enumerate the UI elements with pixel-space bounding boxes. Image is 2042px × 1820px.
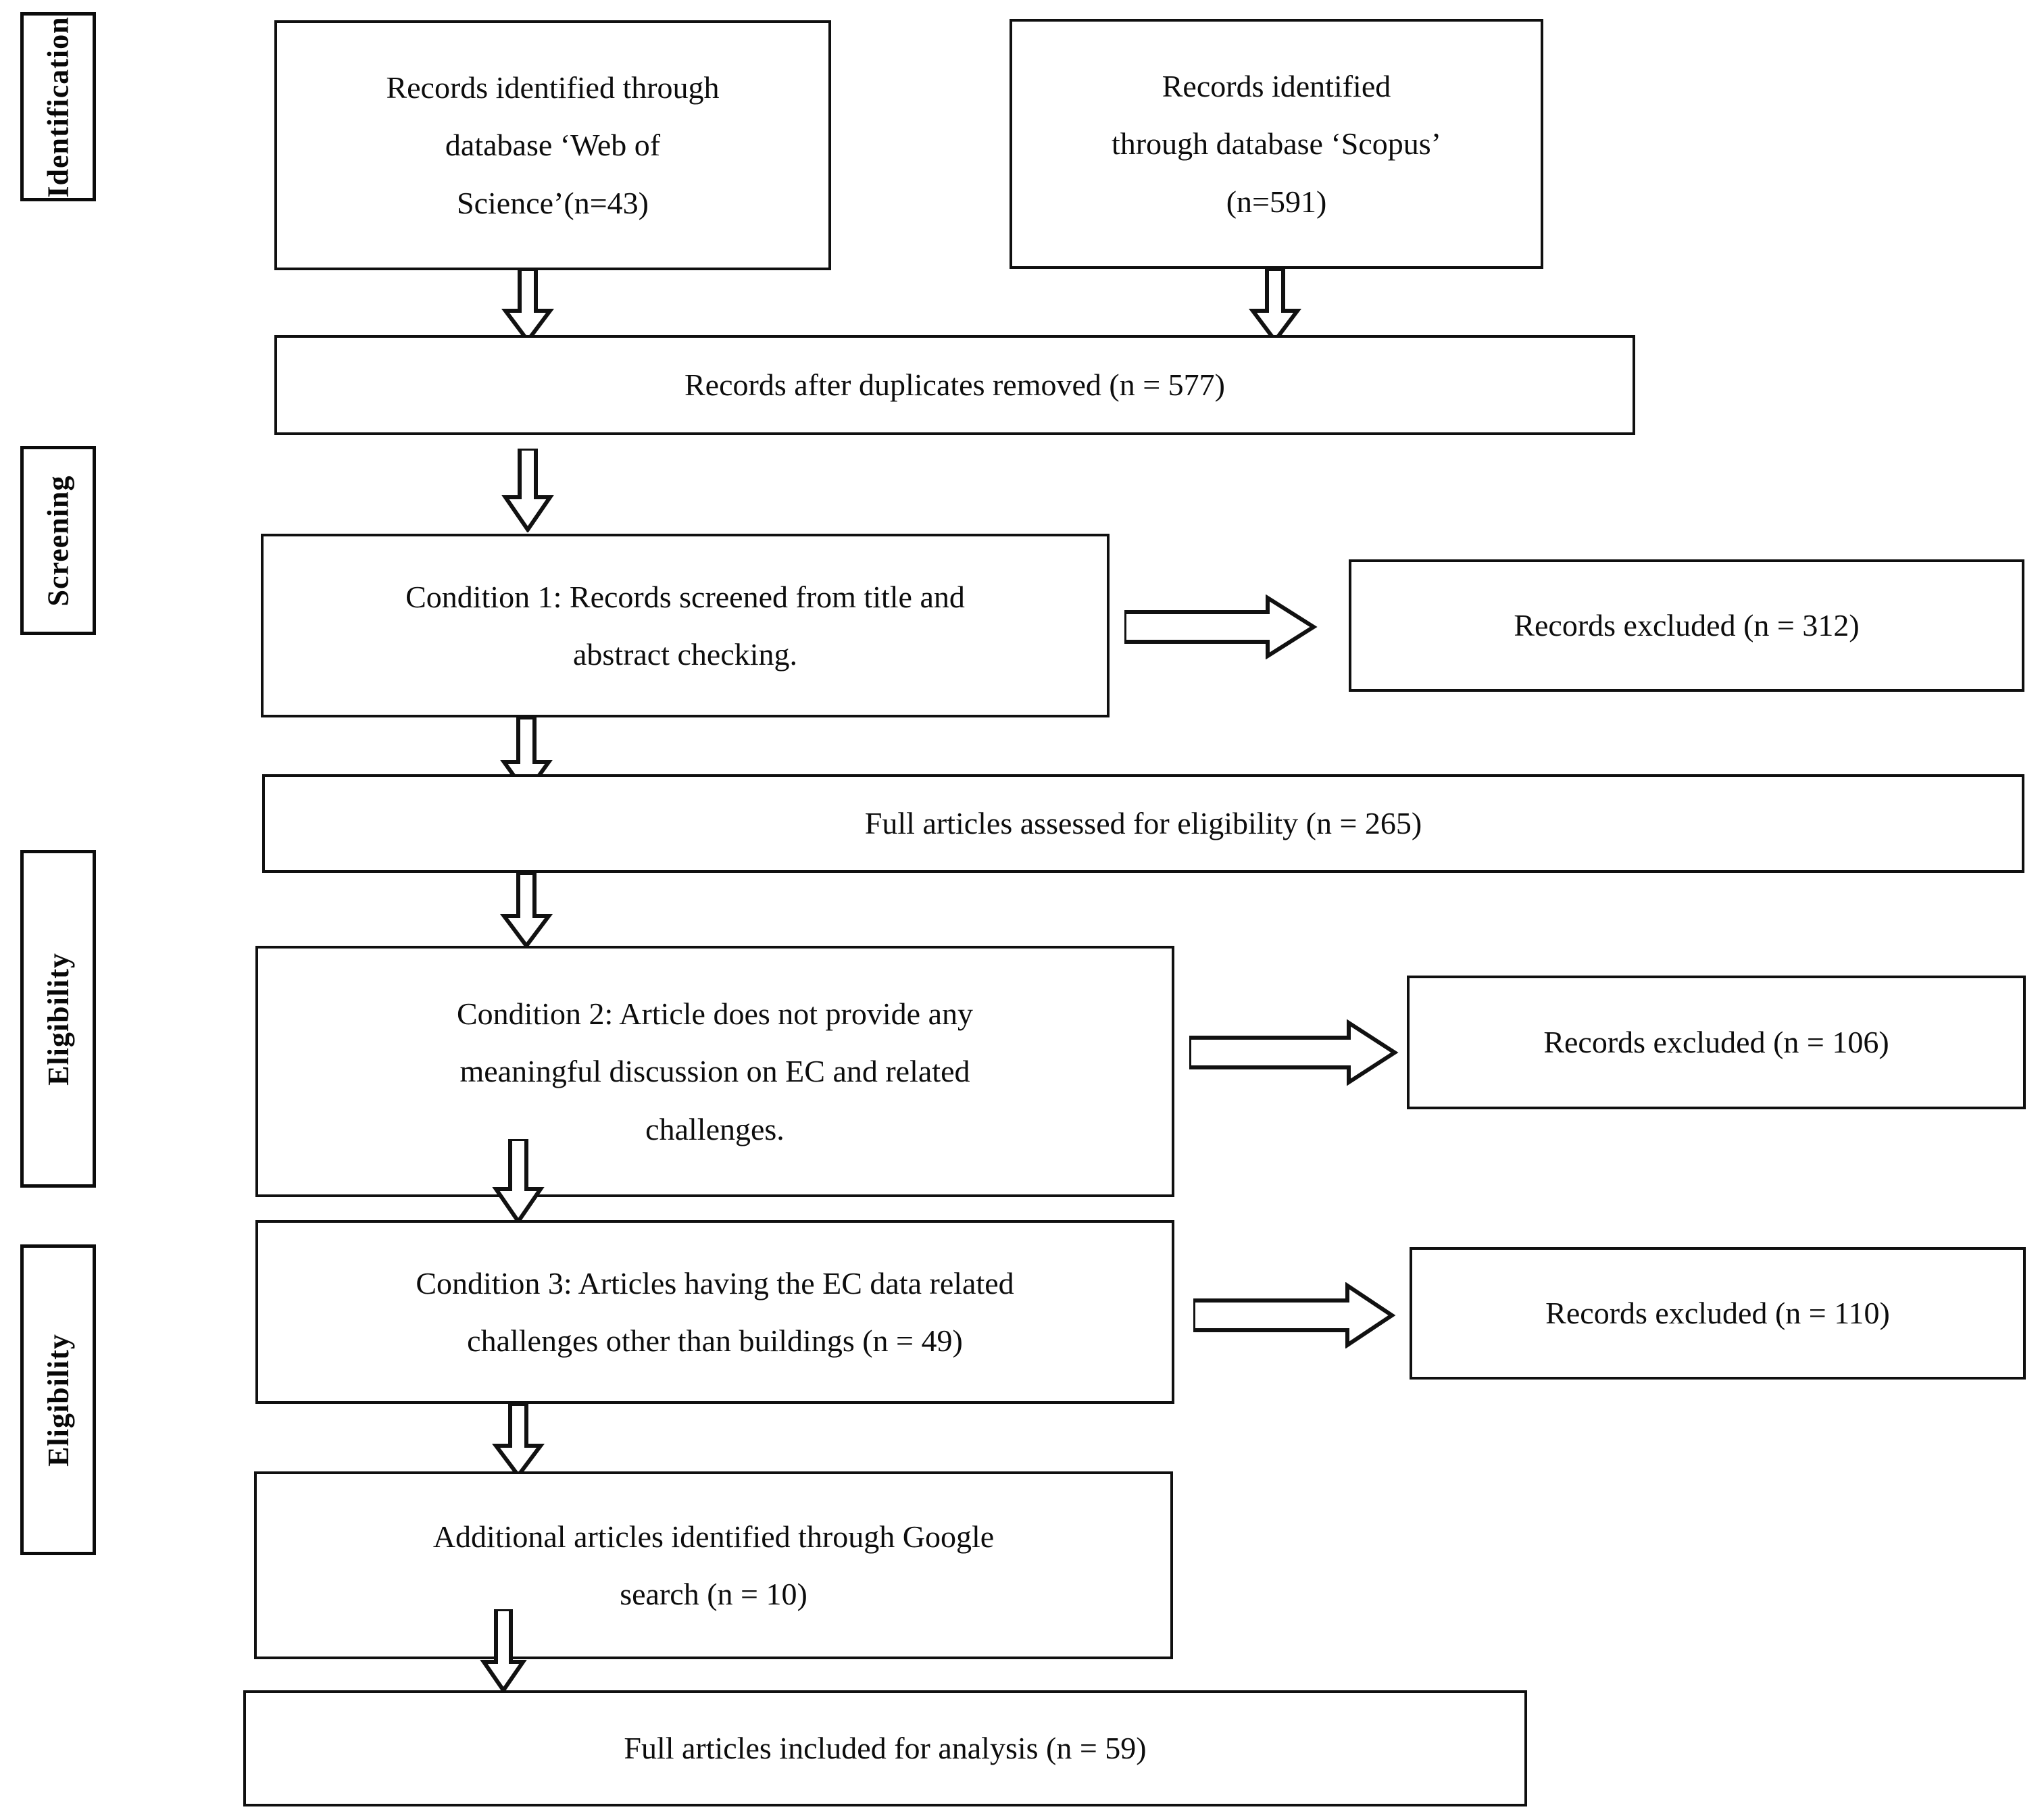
stage-label-eligibility-2-text: Eligibility [41,1333,75,1467]
node-records-scopus-text: Records identified through database ‘Sco… [1112,69,1441,219]
node-records-scopus: Records identified through database ‘Sco… [1010,19,1543,269]
stage-label-screening-text: Screening [41,475,75,606]
arrow-right-icon-condition1-to-excluded [1124,595,1318,659]
node-records-excluded-110: Records excluded (n = 110) [1410,1247,2026,1380]
arrow-down-icon-duplicates-to-condition1 [501,449,554,532]
arrow-down-icon-scopus-to-duplicates [1249,269,1301,343]
stage-label-eligibility-2: Eligibility [20,1244,96,1555]
node-condition-2-text: Condition 2: Article does not provide an… [456,996,973,1146]
stage-label-eligibility-1-text: Eligibility [41,952,75,1086]
node-records-after-duplicates-removed-text: Records after duplicates removed (n = 57… [684,368,1225,403]
arrow-right-icon-condition2-to-excluded [1189,1019,1399,1086]
node-condition-2: Condition 2: Article does not provide an… [255,946,1174,1197]
node-full-articles-assessed-text: Full articles assessed for eligibility (… [864,806,1422,841]
arrow-down-icon-assessed-to-condition2 [500,873,553,949]
stage-label-eligibility-1: Eligibility [20,850,96,1188]
node-records-excluded-106: Records excluded (n = 106) [1407,976,2026,1109]
node-full-articles-included: Full articles included for analysis (n =… [243,1690,1527,1806]
stage-label-identification-text: Identification [41,16,75,198]
node-full-articles-included-text: Full articles included for analysis (n =… [624,1731,1147,1766]
node-full-articles-assessed: Full articles assessed for eligibility (… [262,774,2024,873]
node-condition-3-text: Condition 3: Articles having the EC data… [416,1265,1014,1358]
node-records-after-duplicates-removed: Records after duplicates removed (n = 57… [274,335,1635,435]
node-records-excluded-312: Records excluded (n = 312) [1349,559,2024,692]
arrow-down-icon-condition3-to-google [492,1404,545,1478]
node-records-excluded-106-text: Records excluded (n = 106) [1543,1025,1889,1060]
node-condition-1-text: Condition 1: Records screened from title… [405,579,965,672]
node-records-web-of-science: Records identified through database ‘Web… [274,20,831,270]
node-records-excluded-312-text: Records excluded (n = 312) [1514,608,1860,643]
stage-label-screening: Screening [20,446,96,635]
node-records-excluded-110-text: Records excluded (n = 110) [1545,1296,1890,1331]
arrow-down-icon-condition2-to-condition3 [492,1139,545,1224]
node-additional-google-articles-text: Additional articles identified through G… [432,1519,995,1611]
stage-label-identification: Identification [20,12,96,201]
node-condition-1: Condition 1: Records screened from title… [261,534,1110,717]
node-additional-google-articles: Additional articles identified through G… [254,1471,1173,1659]
arrow-down-icon-google-to-included [480,1609,527,1693]
arrow-down-icon-wos-to-duplicates [501,269,554,343]
node-records-web-of-science-text: Records identified through database ‘Web… [386,70,720,220]
node-condition-3: Condition 3: Articles having the EC data… [255,1220,1174,1404]
arrow-right-icon-condition3-to-excluded [1193,1282,1396,1348]
